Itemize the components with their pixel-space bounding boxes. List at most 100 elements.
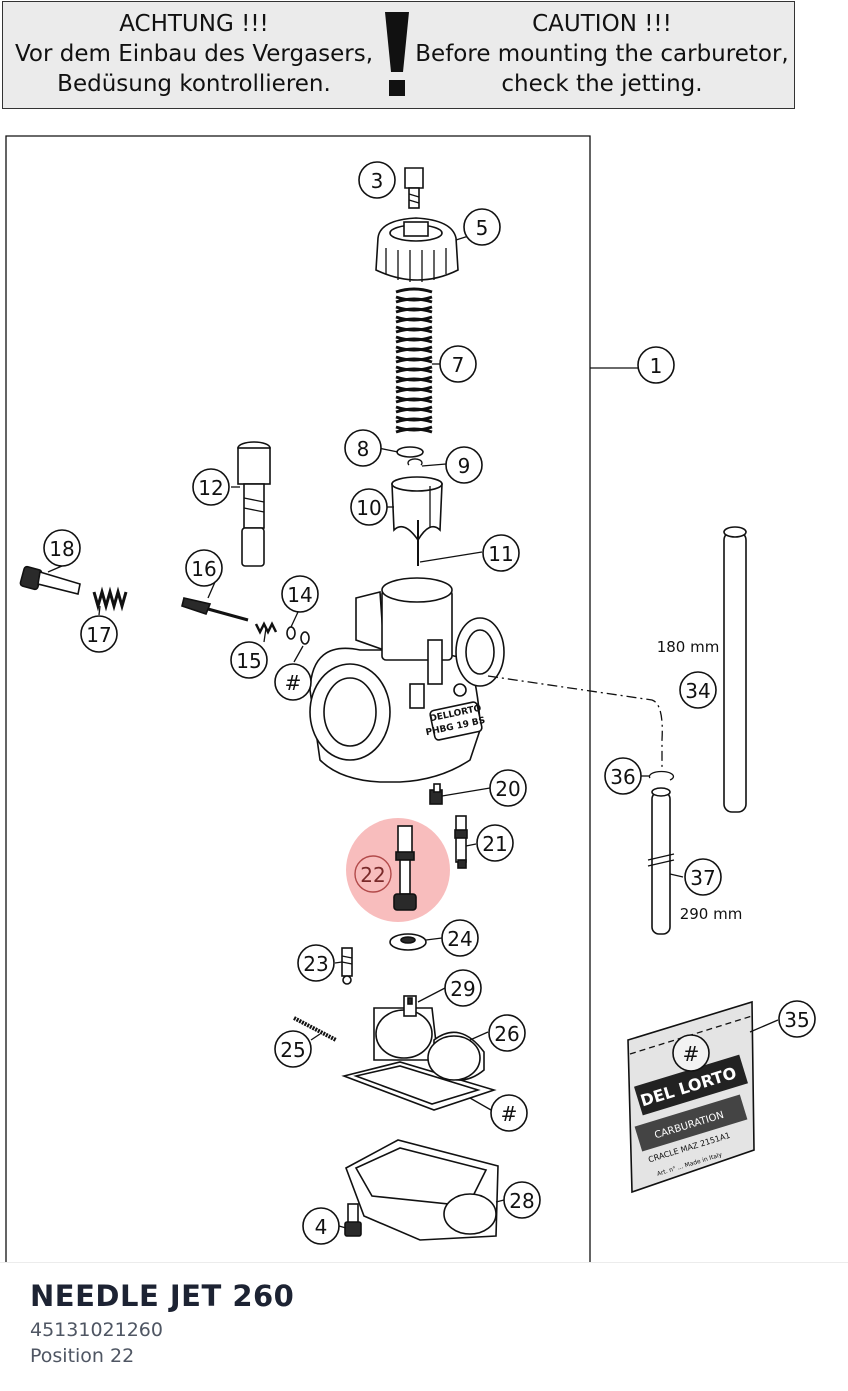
dim-label-290mm: 290 mm [680,905,743,923]
svg-text:25: 25 [280,1038,305,1062]
warning-english-line-2: check the jetting. [501,71,703,97]
dim-label-180mm: 180 mm [657,638,720,656]
svg-text:24: 24 [447,927,472,951]
part-washer-14 [286,626,296,640]
part-needle-jet-22 [393,825,417,911]
part-carburetor-body-1: DELLORTO PHBG 19 BS [309,577,505,783]
warning-banner: ACHTUNG !!! Vor dem Einbau des Vergasers… [2,1,795,109]
svg-text:10: 10 [356,496,381,520]
callout-3: 3 [358,161,396,199]
exclamation-icon [385,12,409,96]
cable-lead [487,675,663,770]
svg-text:4: 4 [315,1215,328,1239]
callout-35: 35 [778,1000,816,1038]
callout-25: 25 [274,1030,312,1068]
part-idle-jet-20 [429,783,443,805]
callout-4: 4 [302,1207,340,1245]
warning-english-title: CAUTION !!! [532,11,672,37]
callout-28: 28 [503,1181,541,1219]
part-drain-screw-4 [344,1203,362,1237]
part-vent-hose-34 [723,526,747,813]
part-main-jet-23 [341,947,353,985]
callout-7: 7 [439,345,477,383]
callout-16: 16 [185,549,223,587]
callout-1: 1 [637,346,675,384]
part-slide-10 [391,476,443,542]
svg-text:7: 7 [452,353,465,377]
warning-english-line-1: Before mounting the carburetor, [415,41,789,67]
callout-23: 23 [297,944,335,982]
warning-english: CAUTION !!! Before mounting the carburet… [413,9,791,99]
callout-37: 37 [684,858,722,896]
part-oring [300,631,310,645]
part-cap-5 [375,217,459,282]
part-jet-kit-bag-35: DEL LORTO CARBURATION CRACLE MAZ 2151A1 … [627,1000,755,1194]
part-hose-37 [647,787,675,935]
callout-20: 20 [489,769,527,807]
svg-text:18: 18 [49,537,74,561]
callout-26: 26 [488,1014,526,1052]
callout-10: 10 [350,488,388,526]
svg-text:22: 22 [360,863,385,887]
svg-text:#: # [501,1102,518,1126]
part-float-needle-29 [403,995,417,1017]
svg-text:8: 8 [357,437,370,461]
callout-9: 9 [445,446,483,484]
callout-17: 17 [80,615,118,653]
svg-text:11: 11 [488,542,513,566]
part-spring-7 [395,287,433,434]
callout-29: 29 [444,969,482,1007]
warning-german-line-1: Vor dem Einbau des Vergasers, [14,41,374,67]
callout-11: 11 [482,534,520,572]
svg-text:21: 21 [482,832,507,856]
svg-text:9: 9 [458,454,471,478]
part-washer-8 [396,446,424,458]
part-info-panel: NEEDLE JET 260 45131021260 Position 22 [0,1262,848,1391]
callout-5: 5 [463,208,501,246]
part-float-bowl-28 [345,1139,499,1241]
assembly-frame [5,135,591,1262]
svg-text:28: 28 [509,1189,534,1213]
part-position: Position 22 [30,1345,135,1367]
svg-text:1: 1 [650,354,663,378]
part-float-pin-25 [293,1016,337,1042]
svg-text:29: 29 [450,977,475,1001]
callout-34: 34 [679,671,717,709]
svg-text:26: 26 [494,1022,519,1046]
callout-12: 12 [192,468,230,506]
callout-hash-bag: # [672,1034,710,1072]
svg-text:15: 15 [236,649,261,673]
part-choke-12 [237,441,271,567]
svg-text:37: 37 [690,866,715,890]
svg-text:3: 3 [371,169,384,193]
part-number: 45131021260 [30,1319,163,1341]
svg-text:35: 35 [784,1008,809,1032]
part-screw-3 [404,167,424,209]
callout-8: 8 [344,429,382,467]
part-clip-9 [407,458,423,466]
svg-text:23: 23 [303,952,328,976]
exploded-diagram: DELLORTO PHBG 19 BS [5,135,816,1262]
part-title: NEEDLE JET 260 [30,1279,295,1313]
part-atomizer-24 [389,933,427,951]
callout-14: 14 [281,575,319,613]
svg-text:17: 17 [86,623,111,647]
part-starter-jet-21 [454,815,468,869]
warning-german: ACHTUNG !!! Vor dem Einbau des Vergasers… [9,9,379,99]
warning-german-line-2: Bedüsung kontrollieren. [57,71,331,97]
callout-15: 15 [230,641,268,679]
part-clip-36 [648,770,675,781]
warning-german-title: ACHTUNG !!! [119,11,269,37]
callout-24: 24 [441,919,479,957]
part-idle-screw-18 [19,565,81,595]
callout-18: 18 [43,529,81,567]
svg-text:36: 36 [610,765,635,789]
callout-hash-oring: # [274,663,312,701]
part-air-screw-16 [181,597,249,622]
callout-hash-gasket: # [490,1094,528,1132]
svg-text:12: 12 [198,476,223,500]
callout-21: 21 [476,824,514,862]
svg-text:34: 34 [685,679,710,703]
svg-text:16: 16 [191,557,216,581]
svg-text:#: # [683,1042,700,1066]
